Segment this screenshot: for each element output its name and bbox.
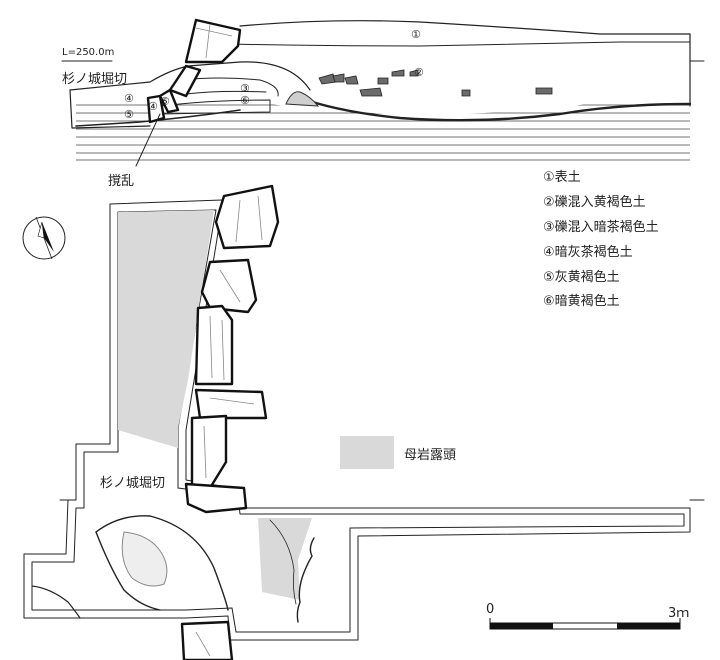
layer-mark-5b: ⑤	[124, 108, 134, 121]
layer-mark-4b: ④	[148, 100, 158, 113]
layer-mark-2: ②	[414, 66, 424, 79]
legend-item-6: ⑥暗黄褐色土	[543, 294, 620, 309]
ground-surface-line	[239, 20, 691, 35]
layer-mark-6: ⑥	[240, 94, 250, 107]
layer-mark-5: ⑤	[160, 95, 170, 108]
bedrock-exposure	[258, 518, 312, 600]
bedrock-legend-label: 母岩露頭	[404, 448, 457, 463]
section-stones	[318, 69, 553, 97]
section-drawing	[61, 18, 705, 167]
layer-mark-1: ①	[411, 28, 421, 41]
plan-stones	[180, 184, 280, 660]
bedrock-legend-swatch	[340, 436, 394, 469]
elevation-label: L=250.0m	[62, 47, 115, 58]
legend-item-4: ④暗灰茶褐色土	[543, 245, 633, 260]
scale-end-label: 3ｍ	[668, 606, 690, 621]
north-arrow	[22, 216, 66, 260]
legend-item-5: ⑤灰黄褐色土	[543, 270, 620, 285]
scale-start-label: 0	[486, 602, 495, 617]
disturbance-label: 撹乱	[108, 174, 135, 189]
section-ditch-label: 杉ノ城堀切	[62, 72, 128, 87]
legend-item-1: ①表土	[543, 170, 581, 185]
section-boulder	[184, 18, 242, 64]
plan-ditch-label: 杉ノ城堀切	[100, 476, 166, 491]
section-base-line	[298, 96, 692, 122]
plan-drawing	[23, 184, 705, 660]
scale-bar	[489, 618, 681, 630]
layer-mark-4: ④	[124, 92, 134, 105]
layer-mark-3: ③	[240, 82, 250, 95]
bedrock-edge	[296, 537, 315, 623]
stratum-hatching	[76, 104, 690, 161]
legend-item-2: ②礫混入黄褐色土	[543, 195, 646, 210]
legend-item-3: ③礫混入暗茶褐色土	[543, 220, 659, 235]
bedrock-exposure	[118, 210, 214, 448]
